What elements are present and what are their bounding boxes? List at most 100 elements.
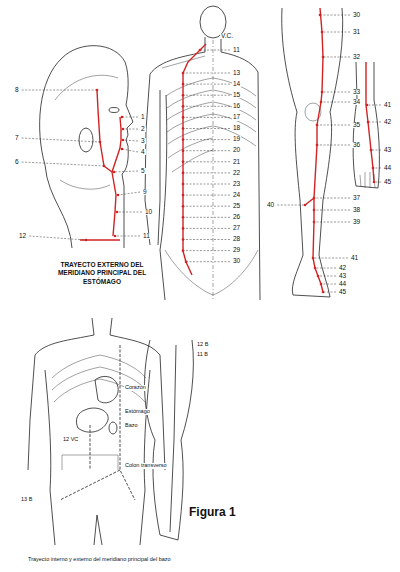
leader-line <box>183 139 230 140</box>
acupoint-dot <box>319 14 322 17</box>
leader-line <box>315 268 336 269</box>
acupoint-dot <box>85 239 88 242</box>
callout-number: 43 <box>338 273 347 280</box>
callout-number: 45 <box>383 179 392 186</box>
callout-number: 44 <box>338 281 347 288</box>
callout-number: 11 <box>232 47 241 54</box>
callout-number: 16 <box>232 103 241 110</box>
acupoint-dot <box>320 283 323 286</box>
figure-caption: Trayecto interno y externo del meridiano… <box>28 556 171 563</box>
callout-number: 11 <box>142 233 151 240</box>
leg-outline <box>282 8 343 297</box>
leader-line <box>122 117 138 118</box>
ribs <box>52 355 146 402</box>
callout-number: 1 <box>140 114 146 121</box>
organ-label: V.C. <box>220 33 234 40</box>
acupoint-dot <box>182 172 185 175</box>
leader-line <box>29 236 86 240</box>
spleen <box>109 422 117 434</box>
callout-number: 37 <box>352 195 361 202</box>
acupoint-dot <box>182 149 185 152</box>
acupoint-dot <box>370 149 373 152</box>
leader-line <box>368 122 381 123</box>
callout-number: 39 <box>352 219 361 226</box>
eye <box>109 108 119 113</box>
organ-label: Colon transverso <box>124 463 168 469</box>
leader-line <box>313 258 348 259</box>
leader-line <box>22 162 104 166</box>
callout-number: 35 <box>352 122 361 129</box>
acupoint-dot <box>313 197 316 200</box>
callout-number: 10 <box>144 209 153 216</box>
heart <box>95 376 118 402</box>
leader-line <box>183 84 230 85</box>
acupoint-dot <box>103 165 106 168</box>
acupoint-dot <box>121 148 124 151</box>
leader-line <box>321 284 336 285</box>
callout-number: 12 <box>18 233 27 240</box>
leader-line <box>183 195 230 196</box>
acupoint-dot <box>317 275 320 278</box>
leader-line <box>183 250 230 251</box>
acupoint-dot <box>182 205 185 208</box>
acupoint-dot <box>182 227 185 230</box>
leader-line <box>183 239 230 240</box>
figure-heading: TRAYECTO EXTERNO DEL MERIDIANO PRINCIPAL… <box>46 261 158 286</box>
callout-number: 13 <box>232 70 241 77</box>
leader-line <box>183 95 230 96</box>
callout-number: 29 <box>232 247 241 254</box>
callout-number: 23 <box>232 181 241 188</box>
leader-line <box>314 198 350 199</box>
acupoint-dot <box>322 56 325 59</box>
callout-number: 26 <box>232 214 241 221</box>
leader-line <box>22 138 100 142</box>
skull-line <box>55 75 118 189</box>
acupoint-dot <box>114 235 117 238</box>
leader-line <box>183 206 230 207</box>
callout-number: 28 <box>232 236 241 243</box>
acupoint-dot <box>117 194 120 197</box>
acupoint-dot <box>96 89 99 92</box>
leader-line <box>320 15 350 16</box>
organ-label: 13 B <box>20 497 33 503</box>
acupoint-dot <box>313 221 316 224</box>
callout-number: 24 <box>232 192 241 199</box>
leader-line <box>183 217 230 218</box>
leader-line <box>114 171 138 172</box>
callout-number: 4 <box>140 149 146 156</box>
callout-number: 15 <box>232 92 241 99</box>
callout-number: 42 <box>383 119 392 126</box>
leader-line <box>200 50 230 51</box>
ear <box>79 128 93 152</box>
leader-line <box>314 222 350 223</box>
leader-line <box>115 236 140 237</box>
leader-line <box>117 212 142 213</box>
organ-label: Corazón <box>124 385 147 391</box>
acupoint-dot <box>122 139 125 142</box>
callout-number: 36 <box>352 142 361 149</box>
leader-line <box>367 105 381 106</box>
callout-number: 41 <box>383 102 392 109</box>
callout-number: 6 <box>14 159 20 166</box>
callout-number: 25 <box>232 203 241 210</box>
leader-line <box>323 57 350 58</box>
leader-line <box>314 210 350 211</box>
toes <box>360 172 375 188</box>
callout-number: 20 <box>232 147 241 154</box>
stomach-meridian <box>305 8 323 292</box>
acupoint-dot <box>322 291 325 294</box>
organ-label: 12 VC <box>62 437 79 443</box>
acupoint-dot <box>314 267 317 270</box>
callout-number: 9 <box>142 189 148 196</box>
callout-number: 40 <box>266 202 275 209</box>
callout-number: 18 <box>232 125 241 132</box>
leader-line <box>183 172 230 173</box>
leader-line <box>371 150 381 151</box>
midline <box>213 40 214 300</box>
acupoint-dot <box>182 161 185 164</box>
torso-outline <box>145 37 260 300</box>
spleen-meridian <box>170 345 176 532</box>
organ-label: Estómago <box>124 409 151 415</box>
organ-label: Figura 1 <box>188 506 237 518</box>
callout-number: 45 <box>338 289 347 296</box>
